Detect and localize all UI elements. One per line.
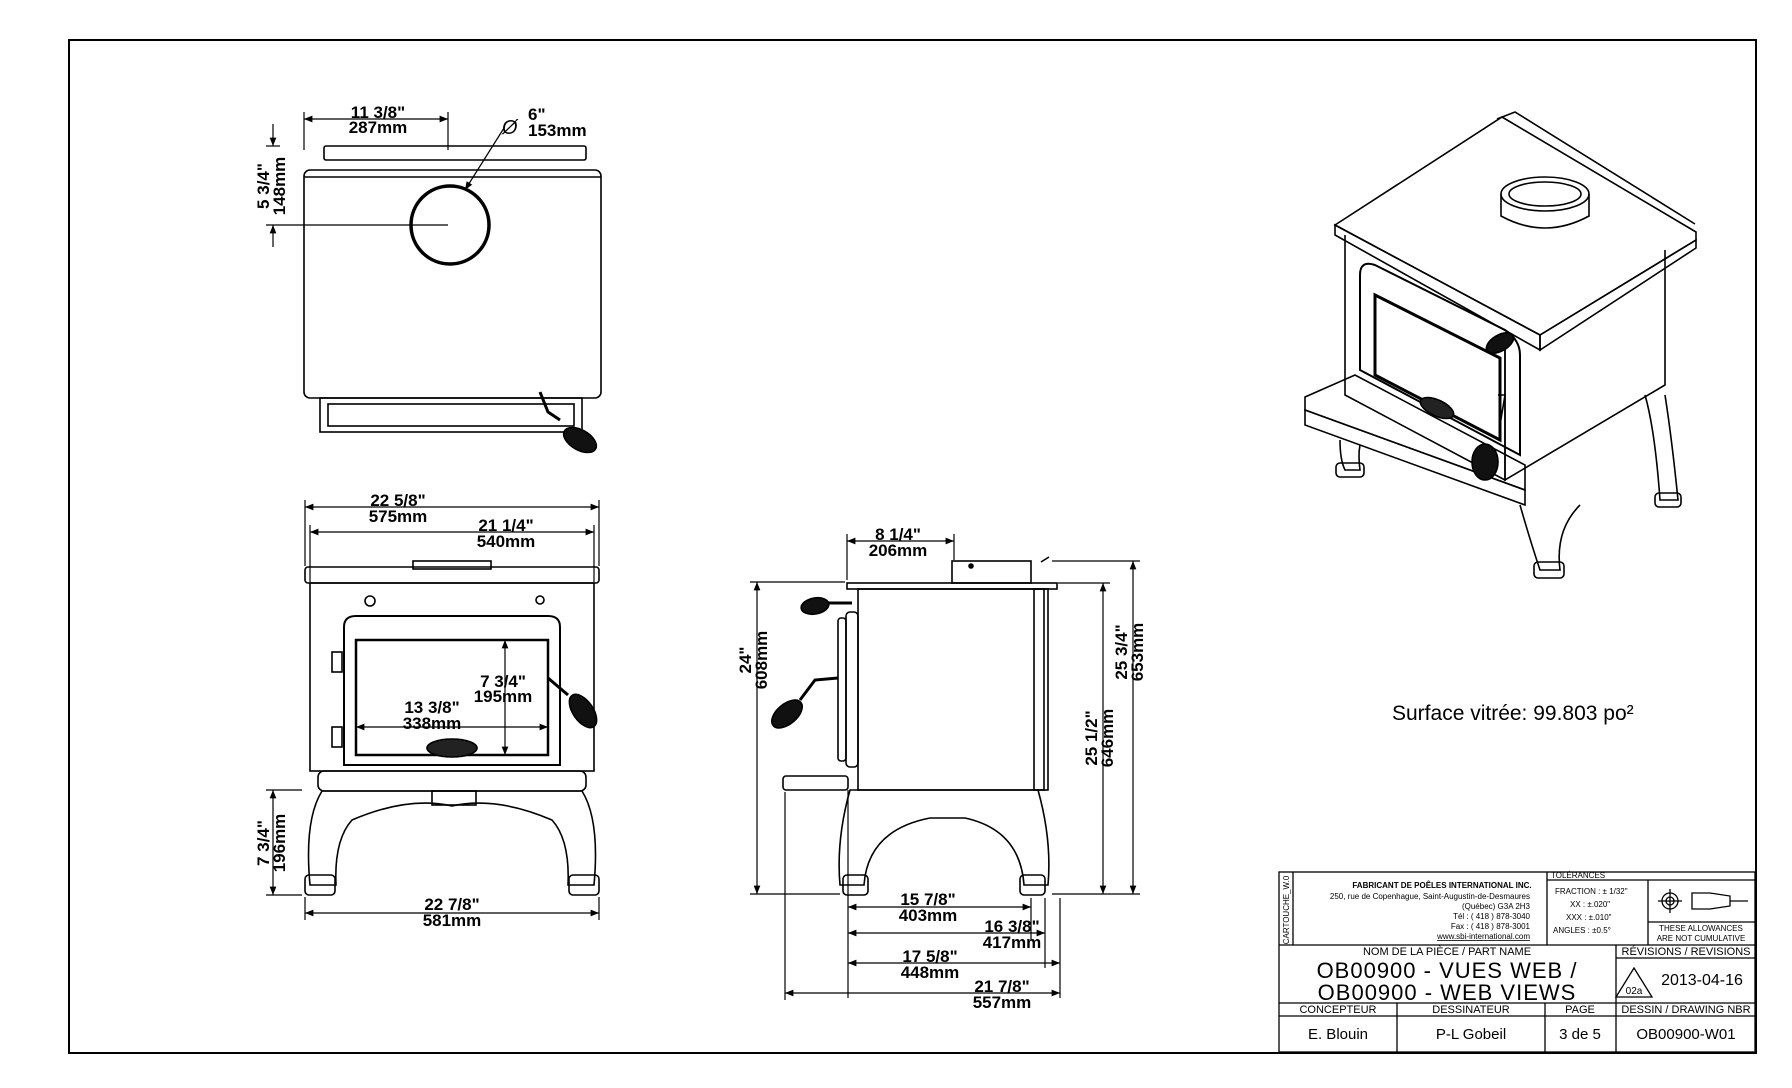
iso-handle-knob-upper <box>1485 331 1515 355</box>
depth-3-mm: 448mm <box>901 963 960 982</box>
revision-triangle <box>1614 966 1654 998</box>
page-value: 3 de 5 <box>1559 1026 1601 1043</box>
glass-area-label: Surface vitrée: 99.803 po² <box>1392 702 1634 725</box>
depth-4-mm: 557mm <box>973 993 1032 1012</box>
page-label: PAGE <box>1565 1004 1595 1016</box>
total-height-mm: 653mm <box>1128 623 1147 682</box>
front-top-width-in: 22 5/8" <box>370 491 425 510</box>
company-address-1: 250, rue de Copenhague, Saint-Augustin-d… <box>1330 892 1530 901</box>
leg-height-in: 7 3/4" <box>254 820 273 866</box>
handle-knob-top <box>562 426 598 454</box>
handle-height-mm: 608mm <box>752 631 771 690</box>
handle-knob-side-upper <box>800 596 830 616</box>
total-height-in: 25 3/4" <box>1112 624 1131 679</box>
glass-height-in: 7 3/4" <box>480 672 526 691</box>
drawing-number: OB00900-W01 <box>1636 1026 1735 1043</box>
company-web: www.sbi-international.com <box>1436 932 1530 941</box>
glass-width-in: 13 3/8" <box>404 698 459 717</box>
tolerance-xxx: XXX : ±.010" <box>1566 913 1612 922</box>
flue-setback-mm: 206mm <box>869 541 928 560</box>
depth-3-in: 17 5/8" <box>902 947 957 966</box>
handle-knob-side-lower <box>770 699 804 729</box>
diameter-symbol: Ø <box>501 117 519 139</box>
tolerances-label: TOLÉRANCES <box>1551 871 1605 880</box>
drafter-label: DESSINATEUR <box>1432 1004 1509 1016</box>
company-address-2: (Québec) G3A 2H3 <box>1462 902 1531 911</box>
company-name: FABRICANT DE POÊLES INTERNATIONAL INC. <box>1352 881 1531 890</box>
base-width-mm: 581mm <box>423 911 482 930</box>
iso-handle-knob-lower <box>1471 443 1499 481</box>
cartouche-tab: CARTOUCHE_W.0 <box>1282 875 1291 944</box>
front-body-width-mm: 540mm <box>477 532 536 551</box>
top-view-dimensions <box>266 112 505 247</box>
drawing-number-label: DESSIN / DRAWING NBR <box>1621 1004 1750 1016</box>
part-name-label: NOM DE LA PIÈCE / PART NAME <box>1363 945 1531 958</box>
glass-height-mm: 195mm <box>474 687 533 706</box>
base-width-in: 22 7/8" <box>424 895 479 914</box>
depth-2-mm: 417mm <box>983 933 1042 952</box>
depth-2-in: 16 3/8" <box>984 917 1039 936</box>
depth-4-in: 21 7/8" <box>974 977 1029 996</box>
flue-diameter-in: 6" <box>528 105 546 124</box>
top-width-in: 11 3/8" <box>351 103 405 122</box>
top-height-mm: 646mm <box>1098 709 1117 768</box>
front-view-dimensions <box>266 500 600 920</box>
part-name-line-1: OB00900 - VUES WEB / <box>1317 958 1578 983</box>
allowance-line-1: THESE ALLOWANCES <box>1659 924 1743 933</box>
top-height-in: 25 1/2" <box>1082 710 1101 765</box>
company-fax: Fax : ( 418 ) 878-3001 <box>1451 922 1531 931</box>
flue-diameter-mm: 153mm <box>528 121 587 140</box>
allowance-line-2: ARE NOT CUMULATIVE <box>1657 934 1746 943</box>
handle-knob-front <box>568 693 598 729</box>
depth-1-mm: 403mm <box>899 906 958 925</box>
glass-width-mm: 338mm <box>403 714 462 733</box>
flue-setback-in: 8 1/4" <box>875 525 921 544</box>
drawing-frame <box>68 39 1757 1054</box>
front-view <box>304 560 600 896</box>
side-view-dimensions <box>750 534 1140 1000</box>
top-depth-mm: 148mm <box>270 157 289 216</box>
top-view <box>303 145 602 454</box>
depth-1-in: 15 7/8" <box>900 890 955 909</box>
part-name-line-2: OB00900 - WEB VIEWS <box>1318 980 1577 1005</box>
revision-date: 2013-04-16 <box>1661 972 1743 989</box>
front-top-width-mm: 575mm <box>369 507 428 526</box>
tolerance-fraction: FRACTION : ± 1/32" <box>1555 887 1628 896</box>
revisions-label: RÉVISIONS / REVISIONS <box>1622 945 1751 958</box>
door-latch-logo <box>426 738 478 758</box>
title-block <box>1278 871 1756 1053</box>
leg-height-mm: 196mm <box>270 814 289 873</box>
tolerance-angles: ANGLES : ±0.5° <box>1553 926 1611 935</box>
side-view <box>770 556 1058 896</box>
top-width-mm: 287mm <box>349 118 408 137</box>
isometric-view <box>1304 111 1697 579</box>
handle-height-in: 24" <box>736 647 755 674</box>
drafter-name: P-L Gobeil <box>1436 1026 1506 1043</box>
tolerance-xx: XX : ±.020" <box>1570 900 1610 909</box>
designer-label: CONCEPTEUR <box>1299 1004 1376 1016</box>
revision-code: 02a <box>1626 986 1643 997</box>
front-body-width-in: 21 1/4" <box>478 516 533 535</box>
designer-name: E. Blouin <box>1308 1026 1368 1043</box>
top-depth-in: 5 3/4" <box>254 163 273 209</box>
company-tel: Tél : ( 418 ) 878-3040 <box>1453 912 1530 921</box>
